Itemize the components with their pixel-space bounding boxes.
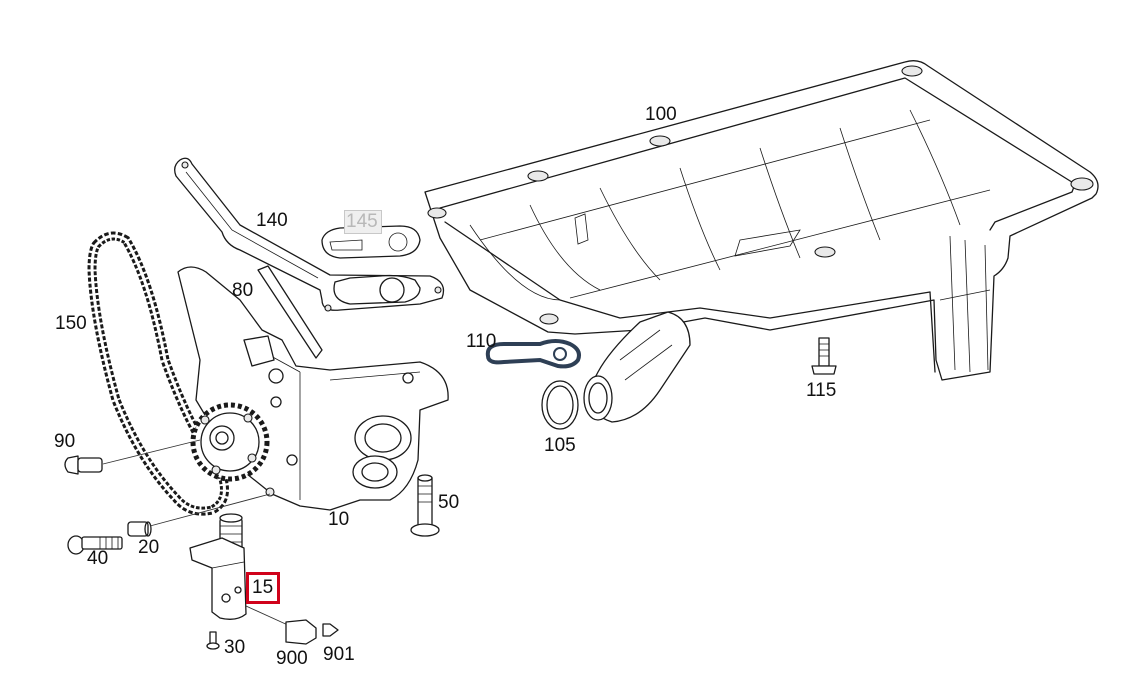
label-80[interactable]: 80 (232, 280, 254, 301)
screw-90[interactable] (64, 439, 201, 475)
label-140[interactable]: 140 (256, 210, 288, 231)
solenoid-valve-15[interactable] (189, 513, 291, 627)
bolt-50[interactable] (410, 474, 440, 537)
chain-150[interactable] (87, 231, 229, 516)
screw-40[interactable] (67, 535, 123, 555)
selected-part-highlight (246, 572, 280, 604)
label-115[interactable]: 115 (806, 380, 837, 401)
gasket-145[interactable] (321, 225, 421, 259)
o-ring-105[interactable] (541, 380, 579, 430)
label-30[interactable]: 30 (224, 637, 246, 658)
oil-pan[interactable] (424, 60, 1099, 423)
label-100[interactable]: 100 (645, 104, 677, 125)
label-90[interactable]: 90 (54, 431, 76, 452)
guide-80[interactable] (257, 265, 323, 359)
label-20[interactable]: 20 (138, 537, 160, 558)
oil-pump[interactable] (177, 266, 449, 511)
label-110[interactable]: 110 (466, 331, 497, 352)
screw-30[interactable] (206, 631, 220, 650)
sleeve-20[interactable] (127, 493, 271, 537)
gasket-140[interactable] (174, 157, 445, 312)
label-145-box (344, 210, 382, 234)
label-10[interactable]: 10 (328, 509, 350, 530)
label-40[interactable]: 40 (87, 548, 109, 569)
connector-900[interactable] (285, 619, 317, 645)
label-105[interactable]: 105 (544, 435, 576, 456)
label-50[interactable]: 50 (438, 492, 460, 513)
label-145[interactable]: 145 (346, 211, 378, 232)
bolt-115[interactable] (811, 337, 837, 375)
label-150[interactable]: 150 (55, 313, 87, 334)
label-15[interactable]: 15 (252, 577, 274, 598)
label-901[interactable]: 901 (323, 644, 355, 665)
label-900[interactable]: 900 (276, 648, 308, 669)
connector-901[interactable] (322, 623, 339, 637)
gasket-110[interactable] (485, 339, 581, 369)
